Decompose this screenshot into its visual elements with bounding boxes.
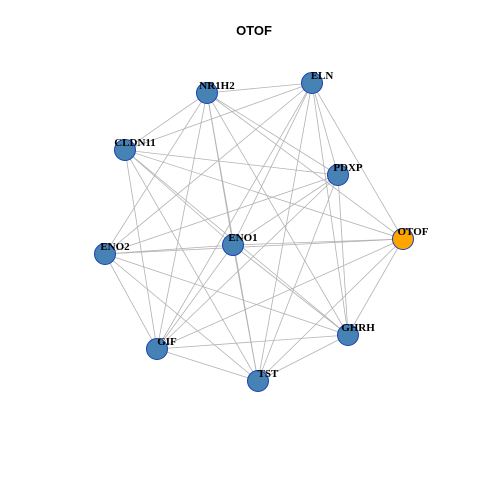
edge-nr1h2-cldn11 [124, 92, 208, 151]
edge-pdxp-eno2 [104, 174, 339, 255]
edge-eno1-tst [232, 244, 259, 382]
node-cldn11[interactable] [114, 139, 136, 161]
edge-nr1h2-gif [156, 92, 208, 350]
node-label-gif: GIF [157, 336, 177, 348]
edge-otof-tst [257, 238, 404, 382]
node-gif[interactable] [146, 338, 168, 360]
edge-nr1h2-otof [206, 92, 404, 240]
node-layer [94, 72, 414, 392]
edge-cldn11-eno1 [124, 149, 234, 246]
edge-gif-tst [156, 348, 259, 382]
edge-cldn11-gif [124, 149, 158, 350]
edge-cldn11-otof [124, 149, 404, 240]
node-otof[interactable] [392, 228, 414, 250]
node-tst[interactable] [247, 370, 269, 392]
edge-eln-gif [156, 82, 313, 350]
edge-pdxp-ghrh [337, 174, 349, 336]
node-eno1[interactable] [222, 234, 244, 256]
edge-nr1h2-eno2 [104, 92, 208, 255]
edge-nr1h2-eln [206, 82, 313, 94]
edge-otof-eno1 [232, 238, 404, 246]
node-pdxp[interactable] [327, 164, 349, 186]
node-label-eln: ELN [311, 70, 334, 82]
edge-eno1-gif [156, 244, 234, 350]
edge-nr1h2-ghrh [206, 92, 349, 336]
edge-eln-otof [311, 82, 404, 240]
node-nr1h2[interactable] [196, 82, 218, 104]
node-eln[interactable] [301, 72, 323, 94]
graph-title: OTOF [236, 23, 272, 38]
edge-eno2-tst [104, 253, 259, 382]
edge-otof-ghrh [347, 238, 404, 336]
edge-eln-eno1 [232, 82, 313, 246]
edge-eno2-ghrh [104, 253, 349, 336]
edge-eno1-ghrh [232, 244, 349, 336]
edge-layer [104, 82, 404, 382]
edge-nr1h2-pdxp [206, 92, 339, 176]
edge-eln-cldn11 [124, 82, 313, 151]
edge-cldn11-tst [124, 149, 259, 382]
edge-pdxp-gif [156, 174, 339, 350]
edge-eln-pdxp [311, 82, 339, 176]
edge-eno1-eno2 [104, 244, 234, 255]
edge-cldn11-pdxp [124, 149, 339, 176]
node-label-tst: TST [258, 368, 279, 380]
node-label-pdxp: PDXP [333, 162, 363, 174]
edge-eln-eno2 [104, 82, 313, 255]
node-label-cldn11: CLDN11 [114, 137, 156, 149]
node-ghrh[interactable] [337, 324, 359, 346]
node-label-eno1: ENO1 [228, 232, 257, 244]
edge-otof-gif [156, 238, 404, 350]
edge-eno2-gif [104, 253, 158, 350]
edge-eln-ghrh [311, 82, 349, 336]
node-label-nr1h2: NR1H2 [199, 80, 235, 92]
node-label-ghrh: GHRH [341, 322, 375, 334]
edge-pdxp-eno1 [232, 174, 339, 246]
edge-pdxp-tst [257, 174, 339, 382]
edge-ghrh-tst [257, 334, 349, 382]
node-label-eno2: ENO2 [100, 241, 130, 253]
edge-eln-tst [257, 82, 313, 382]
node-eno2[interactable] [94, 243, 116, 265]
edge-ghrh-gif [156, 334, 349, 350]
node-label-otof: OTOF [398, 226, 429, 238]
edge-otof-eno2 [104, 238, 404, 255]
